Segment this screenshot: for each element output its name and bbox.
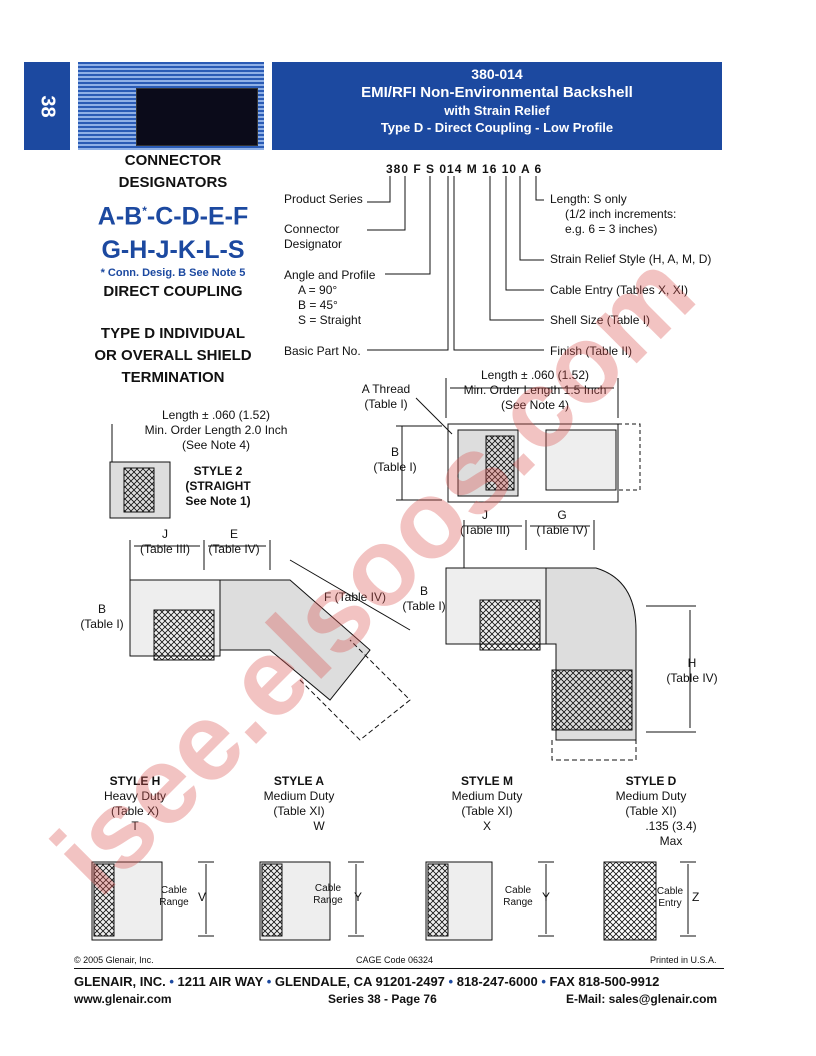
connector-45-drawing	[129, 540, 411, 741]
section-number: 38	[36, 94, 59, 118]
connector-designators: CONNECTOR DESIGNATORS A-B*-C-D-E-F G-H-J…	[94, 152, 252, 387]
w-dim-label: W	[313, 819, 325, 833]
footer-website[interactable]: www.glenair.com	[74, 992, 172, 1006]
section-tab: 38	[24, 62, 70, 150]
part-number-leader-lines	[367, 176, 544, 351]
z-dim-label: Z	[692, 890, 700, 904]
label-length: Length: S only	[550, 192, 627, 206]
y-dim-label-a: Y	[354, 890, 363, 904]
label-designator: Designator	[284, 237, 343, 251]
product-type: Type D - Direct Coupling - Low Profile	[380, 120, 614, 135]
cable-range-a: Cable Range	[313, 883, 343, 906]
b-dimension-label: B (Table I)	[373, 445, 417, 474]
footer-rule	[74, 968, 724, 969]
header-graphic	[78, 62, 264, 150]
style2-drawing	[109, 424, 171, 519]
style2-label: STYLE 2 (STRAIGHT See Note 1)	[185, 464, 251, 508]
cable-range-h: Cable Range	[159, 885, 189, 908]
footer-email[interactable]: E-Mail: sales@glenair.com	[566, 992, 718, 1006]
part-number-title: 380-014	[471, 66, 523, 82]
x-dim-label: X	[482, 819, 491, 833]
label-angle-profile: Angle and Profile	[284, 268, 376, 282]
f-dim-label: F (Table IV)	[324, 590, 387, 604]
straight-connector-drawing	[396, 378, 641, 503]
copyright: © 2005 Glenair, Inc.	[74, 955, 154, 965]
style2-length-note: Length ± .060 (1.52) Min. Order Length 2…	[144, 408, 288, 452]
part-number-example: 380 F S 014 M 16 10 A 6	[386, 162, 543, 176]
printed-in: Printed in U.S.A.	[650, 955, 717, 965]
strain-relief-drawings	[91, 861, 696, 941]
connector-90-drawing	[445, 520, 696, 761]
header-title-block: 380-014 EMI/RFI Non-Environmental Backsh…	[272, 62, 722, 150]
h-dim-label: H(Table IV)	[666, 656, 718, 685]
t-dim-label: T	[131, 819, 139, 833]
cage-code: CAGE Code 06324	[356, 955, 434, 965]
d-dim-label: .135 (3.4)	[645, 819, 697, 833]
label-finish: Finish (Table II)	[550, 344, 633, 358]
label-strain-relief: Strain Relief Style (H, A, M, D)	[550, 252, 712, 266]
footer-page: Series 38 - Page 76	[328, 992, 437, 1006]
straight-length-note: Length ± .060 (1.52) Min. Order Length 1…	[463, 368, 607, 412]
product-title: EMI/RFI Non-Environmental Backshell	[361, 84, 633, 101]
v-dim-label: V	[198, 890, 207, 904]
label-shell-size: Shell Size (Table I)	[550, 313, 651, 327]
cable-range-m: Cable Range	[503, 885, 533, 908]
footer-address: GLENAIR, INC. • 1211 AIR WAY • GLENDALE,…	[74, 974, 660, 989]
b-dim-label-90: B(Table I)	[402, 584, 446, 613]
cable-entry-d: Cable Entry	[656, 886, 684, 909]
label-connector: Connector	[284, 222, 340, 236]
label-cable-entry: Cable Entry (Tables X, XI)	[550, 283, 689, 297]
product-subtitle: with Strain Relief	[444, 103, 550, 118]
a-thread-label: A Thread (Table I)	[361, 382, 411, 411]
b-dim-label-45: B(Table I)	[80, 602, 124, 631]
label-basic-part: Basic Part No.	[284, 344, 361, 358]
label-product-series: Product Series	[284, 192, 363, 206]
y-dim-label-m: Y	[542, 890, 551, 904]
